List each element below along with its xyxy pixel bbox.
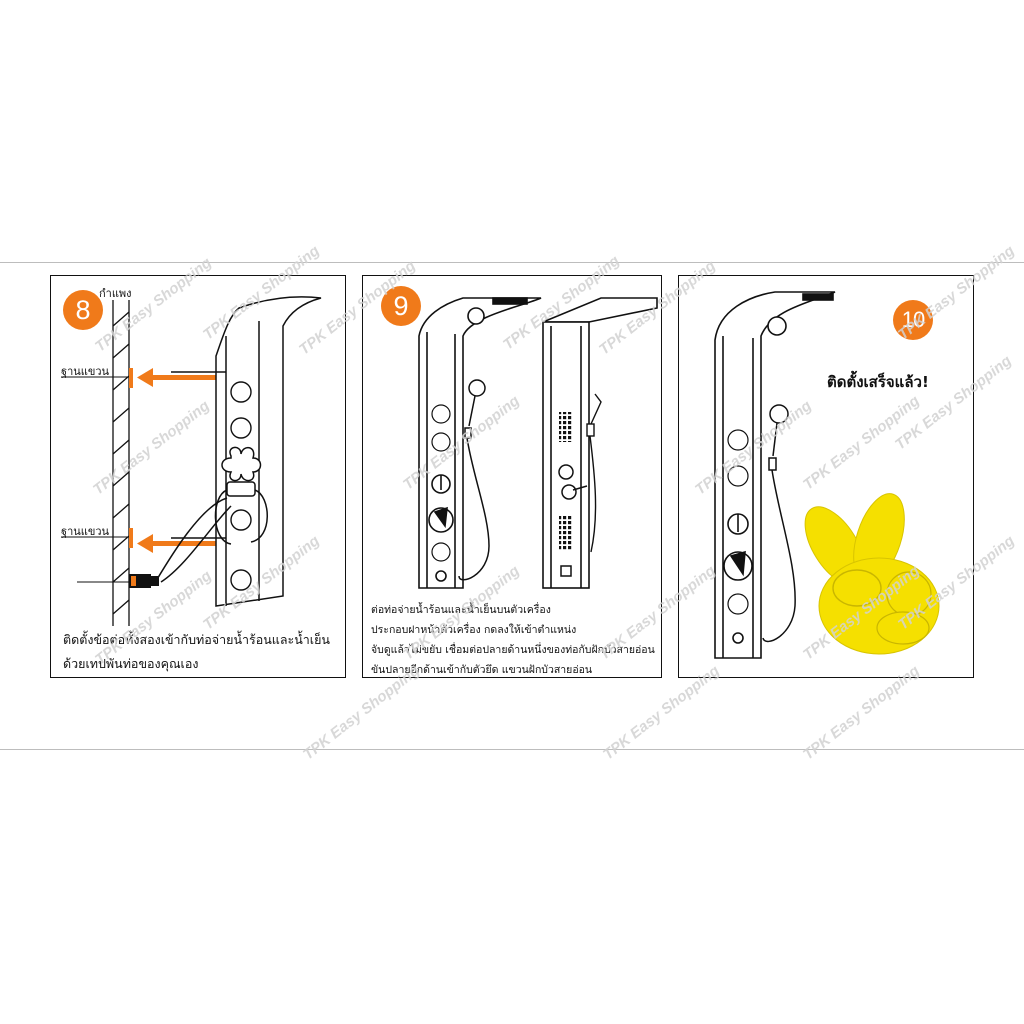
step-10-badge: 10 [893, 300, 933, 340]
valves-final [723, 513, 753, 644]
wall-hatch [112, 300, 130, 626]
handheld-shower-front [458, 379, 490, 581]
pipe-fitting [129, 574, 159, 588]
hoses [155, 489, 268, 583]
panel-holes [230, 381, 252, 591]
step-8-caption-line1: ติดตั้งข้อต่อทั้งสองเข้ากับท่อจ่ายน้ำร้อ… [63, 632, 330, 647]
step-9-badge: 9 [381, 286, 421, 326]
step-9-panel: 9 [362, 275, 662, 678]
valve-cross [221, 446, 262, 497]
arrow-bottom [137, 534, 226, 553]
valves-inner [558, 464, 588, 577]
step-8-illustration [61, 296, 322, 626]
step-8-caption-line2: ด้วยเทปพันท่อของคุณเอง [63, 656, 199, 671]
jet-grid-inner [559, 412, 573, 550]
shower-panel-inner [542, 297, 658, 589]
body-jets-front [431, 404, 451, 562]
step-8-badge: 8 [63, 290, 103, 330]
handheld-shower-inner [586, 393, 602, 553]
valves-front [428, 474, 454, 582]
body-jets-final [727, 429, 749, 615]
step-9-illustration [418, 297, 658, 589]
step-10-illustration [714, 291, 940, 659]
bracket-label-bottom: ฐานแขวน [61, 525, 110, 538]
done-text: ติดตั้งเสร็จแล้ว! [827, 373, 929, 391]
step-9-caption-line3: จับดูแล้วไม่ขยับ เชื่อมต่อปลายด้านหนึ่งข… [371, 644, 655, 656]
step-9-caption-line4: ขันปลายอีกด้านเข้ากับตัวยึด แขวนฝักบัวสา… [371, 664, 593, 676]
peace-hand [804, 493, 940, 655]
wall-label: กำแพง [99, 287, 132, 300]
step-9-caption-line2: ประกอบฝาหน้าตัวเครื่อง กดลงให้เข้าตำแหน่… [371, 624, 577, 636]
bracket-label-top: ฐานแขวน [61, 365, 110, 378]
content-band [0, 262, 1024, 750]
arrow-top [137, 368, 226, 387]
step-8-panel: 8 กำแพง ฐานแขวน ฐานแขวน [50, 275, 346, 678]
step-9-caption-line1: ต่อท่อจ่ายน้ำร้อนและน้ำเย็นบนตัวเครื่อง [371, 604, 551, 616]
handheld-shower-final [762, 404, 796, 643]
step-10-panel: 10 ติดตั้งเสร็จแล้ว! [678, 275, 974, 678]
